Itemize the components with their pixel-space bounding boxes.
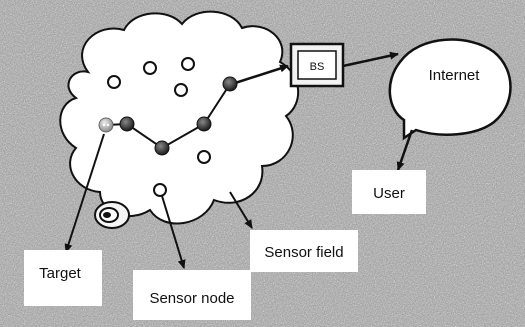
sensor-node-box [133,270,251,320]
bs-label: BS [310,61,325,73]
internet-label: Internet [429,67,481,84]
pointer-sensor-field [229,191,253,229]
sensor-field-label: Sensor field [264,244,343,261]
target-node [98,117,114,133]
user-box [352,170,426,214]
arrow-to-user [396,129,414,171]
pointer-sensor-node [161,195,186,269]
sensor-node [174,83,188,97]
sensor-field-box [250,230,358,272]
sensor-node-label: Sensor node [149,290,234,307]
sensor-node [181,57,195,71]
sensor-node [197,150,211,164]
arrow-to-bs [231,64,289,86]
sensor-node [107,75,121,89]
relay-node [222,76,238,92]
sensor-node [153,183,167,197]
sensor-field-cloud [59,10,300,225]
internet-bubble [388,38,512,141]
relay-node [196,116,212,132]
relay-node [154,140,170,156]
arrow-to-internet [342,51,399,68]
target-camera-icon [94,201,130,229]
target-label: Target [39,265,82,282]
target-box [24,250,102,306]
sensor-node [143,61,157,75]
user-label: User [373,185,405,202]
pointer-target [64,133,105,253]
relay-node [119,116,135,132]
base-station: BS [289,42,345,88]
